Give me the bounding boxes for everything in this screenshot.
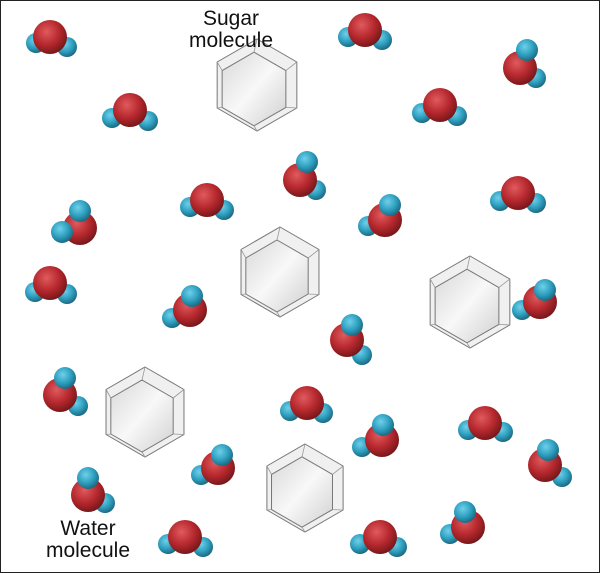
hydrogen-atom	[537, 439, 559, 461]
water-molecule	[503, 39, 546, 88]
water-molecule	[180, 183, 234, 220]
hydrogen-atom	[372, 414, 394, 436]
hydrogen-atom	[54, 367, 76, 389]
water-molecule	[352, 414, 399, 457]
water-molecule	[26, 20, 77, 57]
water-molecule	[71, 467, 115, 513]
oxygen-atom	[348, 13, 382, 47]
water-molecule	[102, 93, 158, 131]
water-molecule	[280, 386, 333, 423]
water-molecule	[512, 279, 557, 320]
sugar-molecule	[266, 443, 344, 533]
water-molecule	[338, 13, 392, 50]
hydrogen-atom	[534, 279, 556, 301]
water-molecule	[51, 200, 97, 245]
water-molecule	[25, 266, 77, 304]
water-molecule	[412, 88, 467, 126]
sugar-molecule	[240, 226, 320, 318]
water-molecule-label: Water molecule	[26, 518, 150, 562]
water-molecule	[283, 151, 326, 200]
sugar-molecule	[216, 38, 298, 132]
water-molecule	[330, 314, 372, 365]
water-molecule	[191, 444, 235, 485]
hydrogen-atom	[69, 200, 91, 222]
water-molecule	[350, 520, 407, 557]
sugar-molecule	[105, 366, 185, 458]
hydrogen-atom	[77, 467, 99, 489]
oxygen-atom	[113, 93, 147, 127]
oxygen-atom	[33, 20, 67, 54]
hydrogen-atom	[341, 314, 363, 336]
hydrogen-atom	[379, 194, 401, 216]
sugar-label-line1: Sugar	[202, 7, 260, 30]
water-label-line2: molecule	[45, 539, 131, 562]
hydrogen-atom	[181, 285, 203, 307]
sugar-label-line2: molecule	[188, 29, 274, 52]
oxygen-atom	[468, 406, 502, 440]
oxygen-atom	[71, 478, 105, 512]
hydrogen-atom	[516, 39, 538, 61]
water-molecule	[440, 501, 485, 544]
oxygen-atom	[423, 88, 457, 122]
oxygen-atom	[33, 266, 67, 300]
oxygen-atom	[501, 176, 535, 210]
water-molecule	[158, 520, 213, 557]
sugar-molecule	[429, 255, 511, 349]
water-molecule	[162, 285, 207, 328]
oxygen-atom	[168, 520, 202, 554]
hydrogen-atom	[454, 501, 476, 523]
water-molecule	[43, 367, 88, 416]
hydrogen-atom	[296, 151, 318, 173]
water-molecule	[458, 406, 513, 442]
sugar-molecule-label: Sugar molecule	[176, 8, 286, 52]
water-molecule	[528, 439, 572, 487]
hydrogen-atom	[51, 221, 73, 243]
water-molecule	[358, 194, 402, 237]
water-molecule	[490, 176, 546, 213]
oxygen-atom	[363, 520, 397, 554]
oxygen-atom	[190, 183, 224, 217]
hydrogen-atom	[211, 444, 233, 466]
oxygen-atom	[290, 386, 324, 420]
water-label-line1: Water	[60, 517, 116, 540]
